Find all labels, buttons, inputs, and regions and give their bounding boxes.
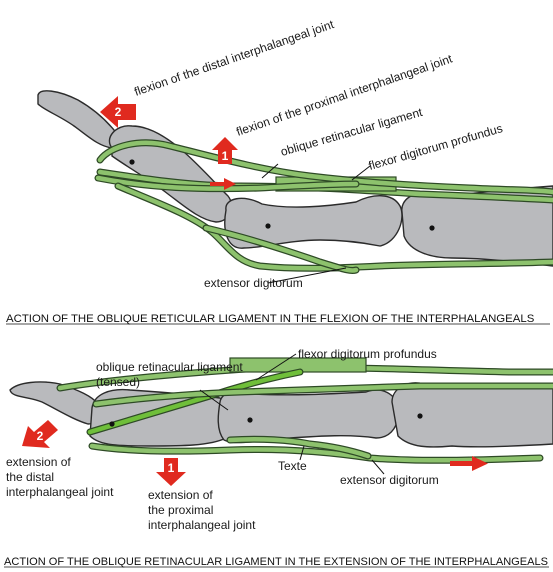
svg-text:2: 2 (37, 429, 44, 443)
bottom-right-arrow-icon (450, 456, 488, 471)
bottom-label-ext-pip-line3: interphalangeal joint (148, 518, 256, 532)
top-extensor-digitorum-inner (115, 183, 553, 271)
bottom-leader-texte (299, 445, 305, 461)
bottom-extensor-digitorum-inner (89, 443, 543, 463)
bottom-distal-phalanx (9, 381, 101, 425)
top-oblique-ligament-inner (95, 175, 359, 191)
top-leader-extensor (267, 267, 347, 284)
top-pip-joint-dot (265, 223, 271, 229)
bottom-label-ext-pip-line1: extension of (148, 488, 213, 502)
bottom-label-ext-dip-line1: extension of (6, 455, 71, 469)
top-label-flexor: flexor digitorum profundus (367, 121, 504, 173)
top-arrow-1-icon: 1 (212, 137, 238, 164)
bottom-label-ext-dip-line2: the distal (6, 470, 54, 484)
bottom-label-oblique-line2: (tensed) (96, 375, 140, 389)
svg-text:2: 2 (115, 105, 122, 119)
bottom-leader-extensor (371, 459, 385, 475)
top-small-right-arrow-icon (210, 178, 236, 190)
top-proximal-phalanx (224, 195, 403, 249)
bottom-label-oblique-line1: oblique retinacular ligament (96, 360, 243, 374)
bottom-leader-oblique (199, 389, 229, 411)
top-middle-phalanx (108, 125, 233, 223)
top-leader-flexor (351, 165, 371, 181)
bottom-label-ext-dip-line3: interphalangeal joint (6, 485, 114, 499)
bottom-extensor-loop-inner (227, 436, 371, 459)
top-label-extensor: extensor digitorum (204, 276, 303, 290)
bottom-label-ext-pip-line2: the proximal (148, 503, 213, 517)
top-mcp-joint-dot (429, 225, 435, 231)
bottom-extensor-dorsal-inner (93, 383, 553, 407)
bottom-pip-joint-dot (247, 417, 253, 423)
bottom-arrow-2-icon: 2 (22, 420, 58, 448)
bottom-mcp-joint-dot (417, 413, 423, 419)
top-leader-oblique (261, 163, 279, 179)
bottom-proximal-phalanx (217, 389, 399, 444)
bottom-arrow-1-icon: 1 (156, 458, 186, 486)
bottom-metacarpal (391, 382, 553, 448)
bottom-caption: ACTION OF THE OBLIQUE RETINACULAR LIGAME… (4, 556, 548, 568)
top-extensor-digitorum-branch-inner (203, 225, 359, 273)
bottom-label-flexor: flexor digitorum profundus (298, 347, 437, 361)
bottom-panel: 2 1 oblique retinacular ligament (tensed… (4, 347, 553, 568)
bottom-label-texte: Texte (278, 459, 307, 473)
top-caption: ACTION OF THE OBLIQUE RETICULAR LIGAMENT… (6, 313, 535, 325)
bottom-dip-joint-dot (109, 421, 115, 427)
bottom-leader-flexor (255, 353, 297, 381)
top-panel: 2 1 flexion of the distal interphalangea… (6, 17, 553, 325)
top-distal-phalanx (37, 90, 119, 149)
top-arrow-2-icon: 2 (100, 96, 136, 128)
svg-text:1: 1 (168, 461, 175, 475)
svg-text:1: 1 (222, 149, 229, 163)
top-extensor-tendon-dorsal-inner (97, 140, 553, 195)
top-label-flexion-dip: flexion of the distal interphalangeal jo… (132, 17, 336, 99)
top-dip-joint-dot (129, 159, 135, 165)
bottom-label-extensor: extensor digitorum (340, 473, 439, 487)
